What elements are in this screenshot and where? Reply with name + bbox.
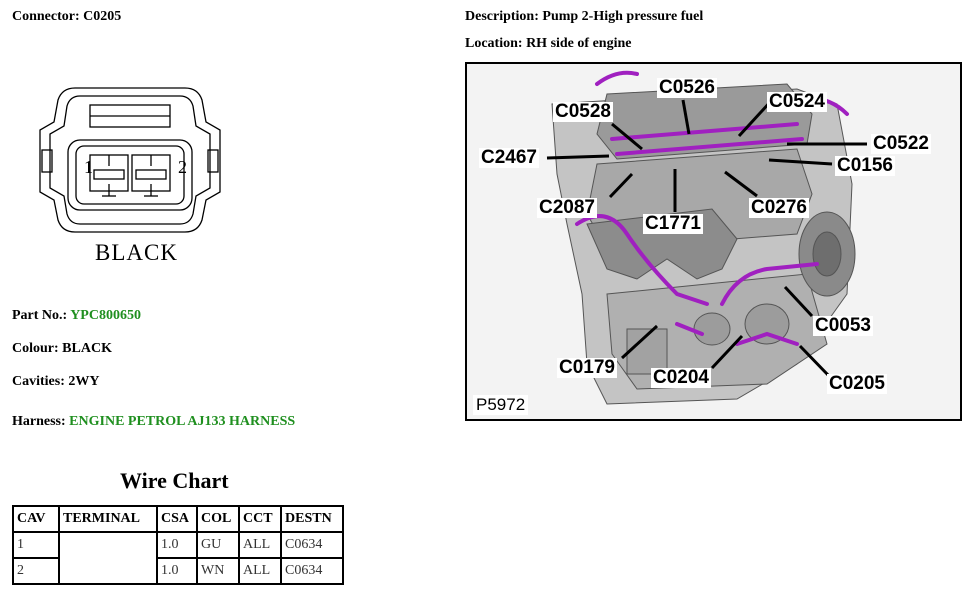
image-reference-label: P5972 (473, 395, 529, 415)
connector-value: C0205 (83, 9, 122, 24)
callout-c0276: C0276 (749, 197, 809, 218)
callout-c0204: C0204 (651, 367, 711, 388)
callout-c2087: C2087 (537, 197, 597, 218)
engine-location-image: C0526 C0528 C0524 C2467 C0522 C0156 C208… (465, 62, 962, 421)
part-no-line: Part No.: YPC800650 (12, 308, 141, 324)
callout-c0205: C0205 (827, 373, 887, 394)
header-cav: CAV (12, 505, 60, 533)
cell-col: GU (196, 531, 240, 559)
wire-chart-header-row: CAV TERMINAL CSA COL CCT DESTN (12, 505, 344, 533)
header-cct: CCT (238, 505, 282, 533)
pin-1-label: 1 (84, 157, 93, 177)
harness-link[interactable]: ENGINE PETROL AJ133 HARNESS (69, 414, 296, 429)
cavities-line: Cavities: 2WY (12, 374, 100, 390)
table-row: 2 1.0 WN ALL C0634 (12, 557, 344, 585)
location-line: Location: RH side of engine (465, 36, 631, 52)
description-line: Description: Pump 2-High pressure fuel (465, 9, 703, 25)
connector-face-drawing: 1 2 (39, 87, 221, 233)
header-col: COL (196, 505, 240, 533)
header-destn: DESTN (280, 505, 344, 533)
colour-label: Colour: (12, 341, 59, 356)
callout-c0053: C0053 (813, 315, 873, 336)
cell-cav: 2 (12, 557, 60, 585)
location-value: RH side of engine (526, 36, 632, 51)
callout-c0526: C0526 (657, 77, 717, 98)
harness-label: Harness: (12, 414, 66, 429)
part-no-label: Part No.: (12, 308, 68, 323)
callout-c2467: C2467 (479, 147, 539, 168)
connector-label: Connector: (12, 9, 80, 24)
connector-line: Connector: C0205 (12, 9, 121, 25)
callout-c0522: C0522 (871, 133, 931, 154)
colour-value: BLACK (62, 341, 112, 356)
cell-cct: ALL (238, 531, 282, 559)
callout-c0524: C0524 (767, 91, 827, 112)
cell-cav: 1 (12, 531, 60, 559)
engine-illustration (546, 70, 867, 405)
callout-c1771: C1771 (643, 213, 703, 234)
harness-line: Harness: ENGINE PETROL AJ133 HARNESS (12, 414, 295, 430)
cell-destn: C0634 (280, 531, 344, 559)
cavities-value: 2WY (68, 374, 100, 389)
cell-destn: C0634 (280, 557, 344, 585)
callout-c0179: C0179 (557, 357, 617, 378)
cell-csa: 1.0 (156, 557, 198, 585)
header-csa: CSA (156, 505, 198, 533)
callout-c0528: C0528 (553, 101, 613, 122)
description-value: Pump 2-High pressure fuel (542, 9, 704, 24)
colour-line: Colour: BLACK (12, 341, 112, 357)
callout-c0156: C0156 (835, 155, 895, 176)
cell-cct: ALL (238, 557, 282, 585)
part-no-link[interactable]: YPC800650 (70, 308, 141, 323)
location-label: Location: (465, 36, 523, 51)
description-label: Description: (465, 9, 539, 24)
pin-2-label: 2 (178, 157, 187, 177)
cell-csa: 1.0 (156, 531, 198, 559)
table-row: 1 1.0 GU ALL C0634 (12, 531, 344, 585)
cavities-label: Cavities: (12, 374, 65, 389)
connector-color-label: BLACK (95, 240, 178, 265)
cell-col: WN (196, 557, 240, 585)
cell-terminal (58, 531, 158, 585)
wire-chart-title: Wire Chart (120, 468, 229, 493)
header-terminal: TERMINAL (58, 505, 158, 533)
wire-chart-table: CAV TERMINAL CSA COL CCT DESTN 1 1.0 GU … (12, 505, 344, 585)
